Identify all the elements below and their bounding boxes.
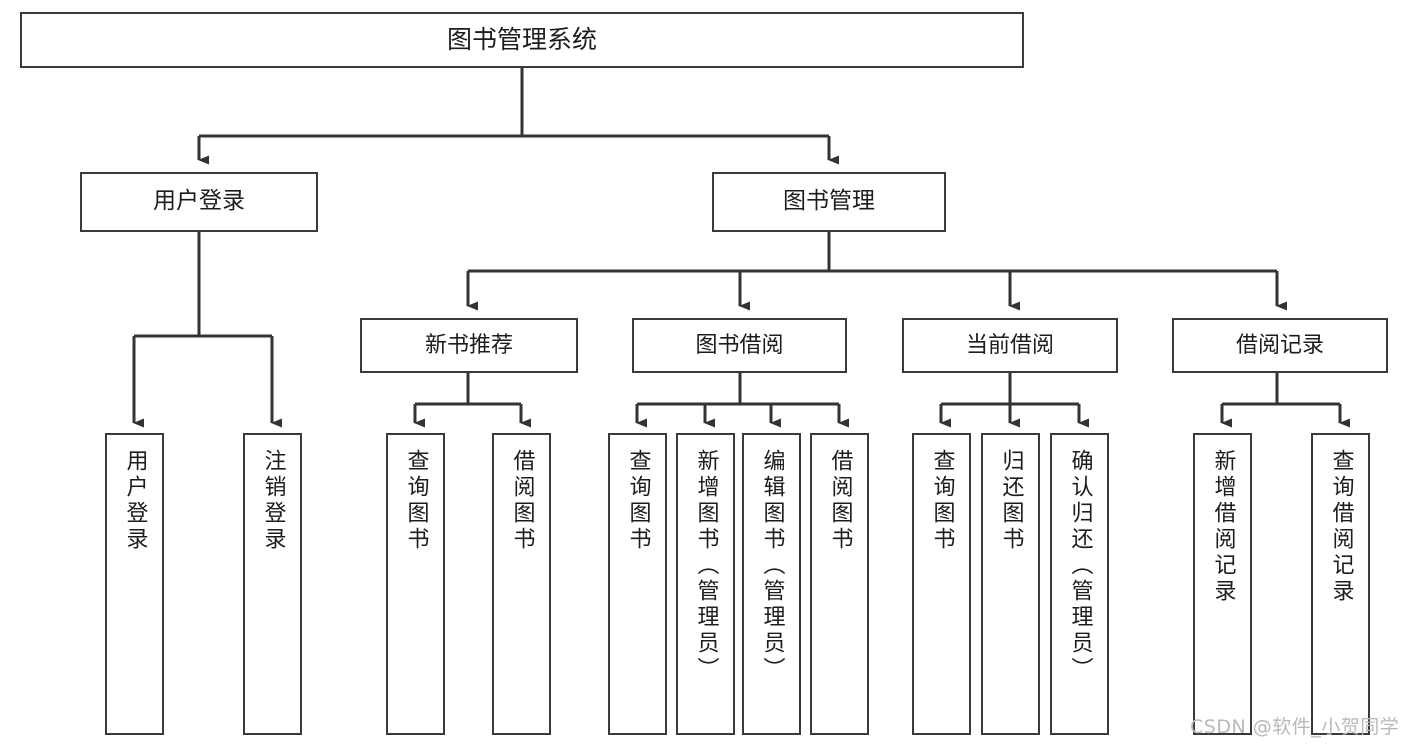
leaf-borrow-book-1[interactable]: 借阅图书 (492, 433, 551, 735)
leaf-edit-book[interactable]: 编辑图书（管理员） (742, 433, 801, 735)
leaf-query-record-label: 查询借阅记录 (1328, 449, 1354, 605)
node-user-login-label: 用户登录 (153, 188, 245, 215)
leaf-query-book-3[interactable]: 查询图书 (912, 433, 971, 735)
leaf-edit-book-label: 编辑图书（管理员） (759, 449, 785, 683)
leaf-borrow-book-2-label: 借阅图书 (827, 449, 853, 553)
leaf-logout-login[interactable]: 注销登录 (243, 433, 302, 735)
leaf-query-book-1-label: 查询图书 (403, 449, 429, 553)
node-new-book-recommend[interactable]: 新书推荐 (360, 318, 578, 373)
leaf-add-record[interactable]: 新增借阅记录 (1193, 433, 1252, 735)
leaf-borrow-book-1-label: 借阅图书 (509, 449, 535, 553)
leaf-confirm-return[interactable]: 确认归还（管理员） (1050, 433, 1109, 735)
node-user-login[interactable]: 用户登录 (80, 172, 318, 232)
node-current-borrow-label: 当前借阅 (965, 332, 1054, 358)
leaf-user-login[interactable]: 用户登录 (105, 433, 164, 735)
node-book-borrow[interactable]: 图书借阅 (632, 318, 847, 373)
node-book-management[interactable]: 图书管理 (712, 172, 946, 232)
leaf-query-book-2-label: 查询图书 (625, 449, 651, 553)
node-root[interactable]: 图书管理系统 (20, 12, 1024, 68)
leaf-query-book-2[interactable]: 查询图书 (608, 433, 667, 735)
leaf-user-login-label: 用户登录 (122, 449, 148, 553)
node-borrow-record-label: 借阅记录 (1235, 332, 1324, 358)
leaf-return-book-label: 归还图书 (998, 449, 1024, 553)
leaf-logout-login-label: 注销登录 (260, 449, 286, 553)
node-borrow-record[interactable]: 借阅记录 (1172, 318, 1388, 373)
node-new-book-recommend-label: 新书推荐 (424, 332, 513, 358)
leaf-return-book[interactable]: 归还图书 (981, 433, 1040, 735)
leaf-query-book-3-label: 查询图书 (929, 449, 955, 553)
leaf-query-book-1[interactable]: 查询图书 (386, 433, 445, 735)
leaf-borrow-book-2[interactable]: 借阅图书 (810, 433, 869, 735)
leaf-confirm-return-label: 确认归还（管理员） (1067, 449, 1093, 683)
node-current-borrow[interactable]: 当前借阅 (902, 318, 1118, 373)
leaf-add-book[interactable]: 新增图书（管理员） (676, 433, 735, 735)
leaf-add-book-label: 新增图书（管理员） (693, 449, 719, 683)
leaf-query-record[interactable]: 查询借阅记录 (1311, 433, 1370, 735)
node-root-label: 图书管理系统 (446, 25, 597, 55)
node-book-borrow-label: 图书借阅 (695, 332, 784, 358)
csdn-watermark: CSDN @软件_小贺同学 (1190, 716, 1400, 738)
leaf-add-record-label: 新增借阅记录 (1210, 449, 1236, 605)
node-book-management-label: 图书管理 (783, 188, 875, 215)
